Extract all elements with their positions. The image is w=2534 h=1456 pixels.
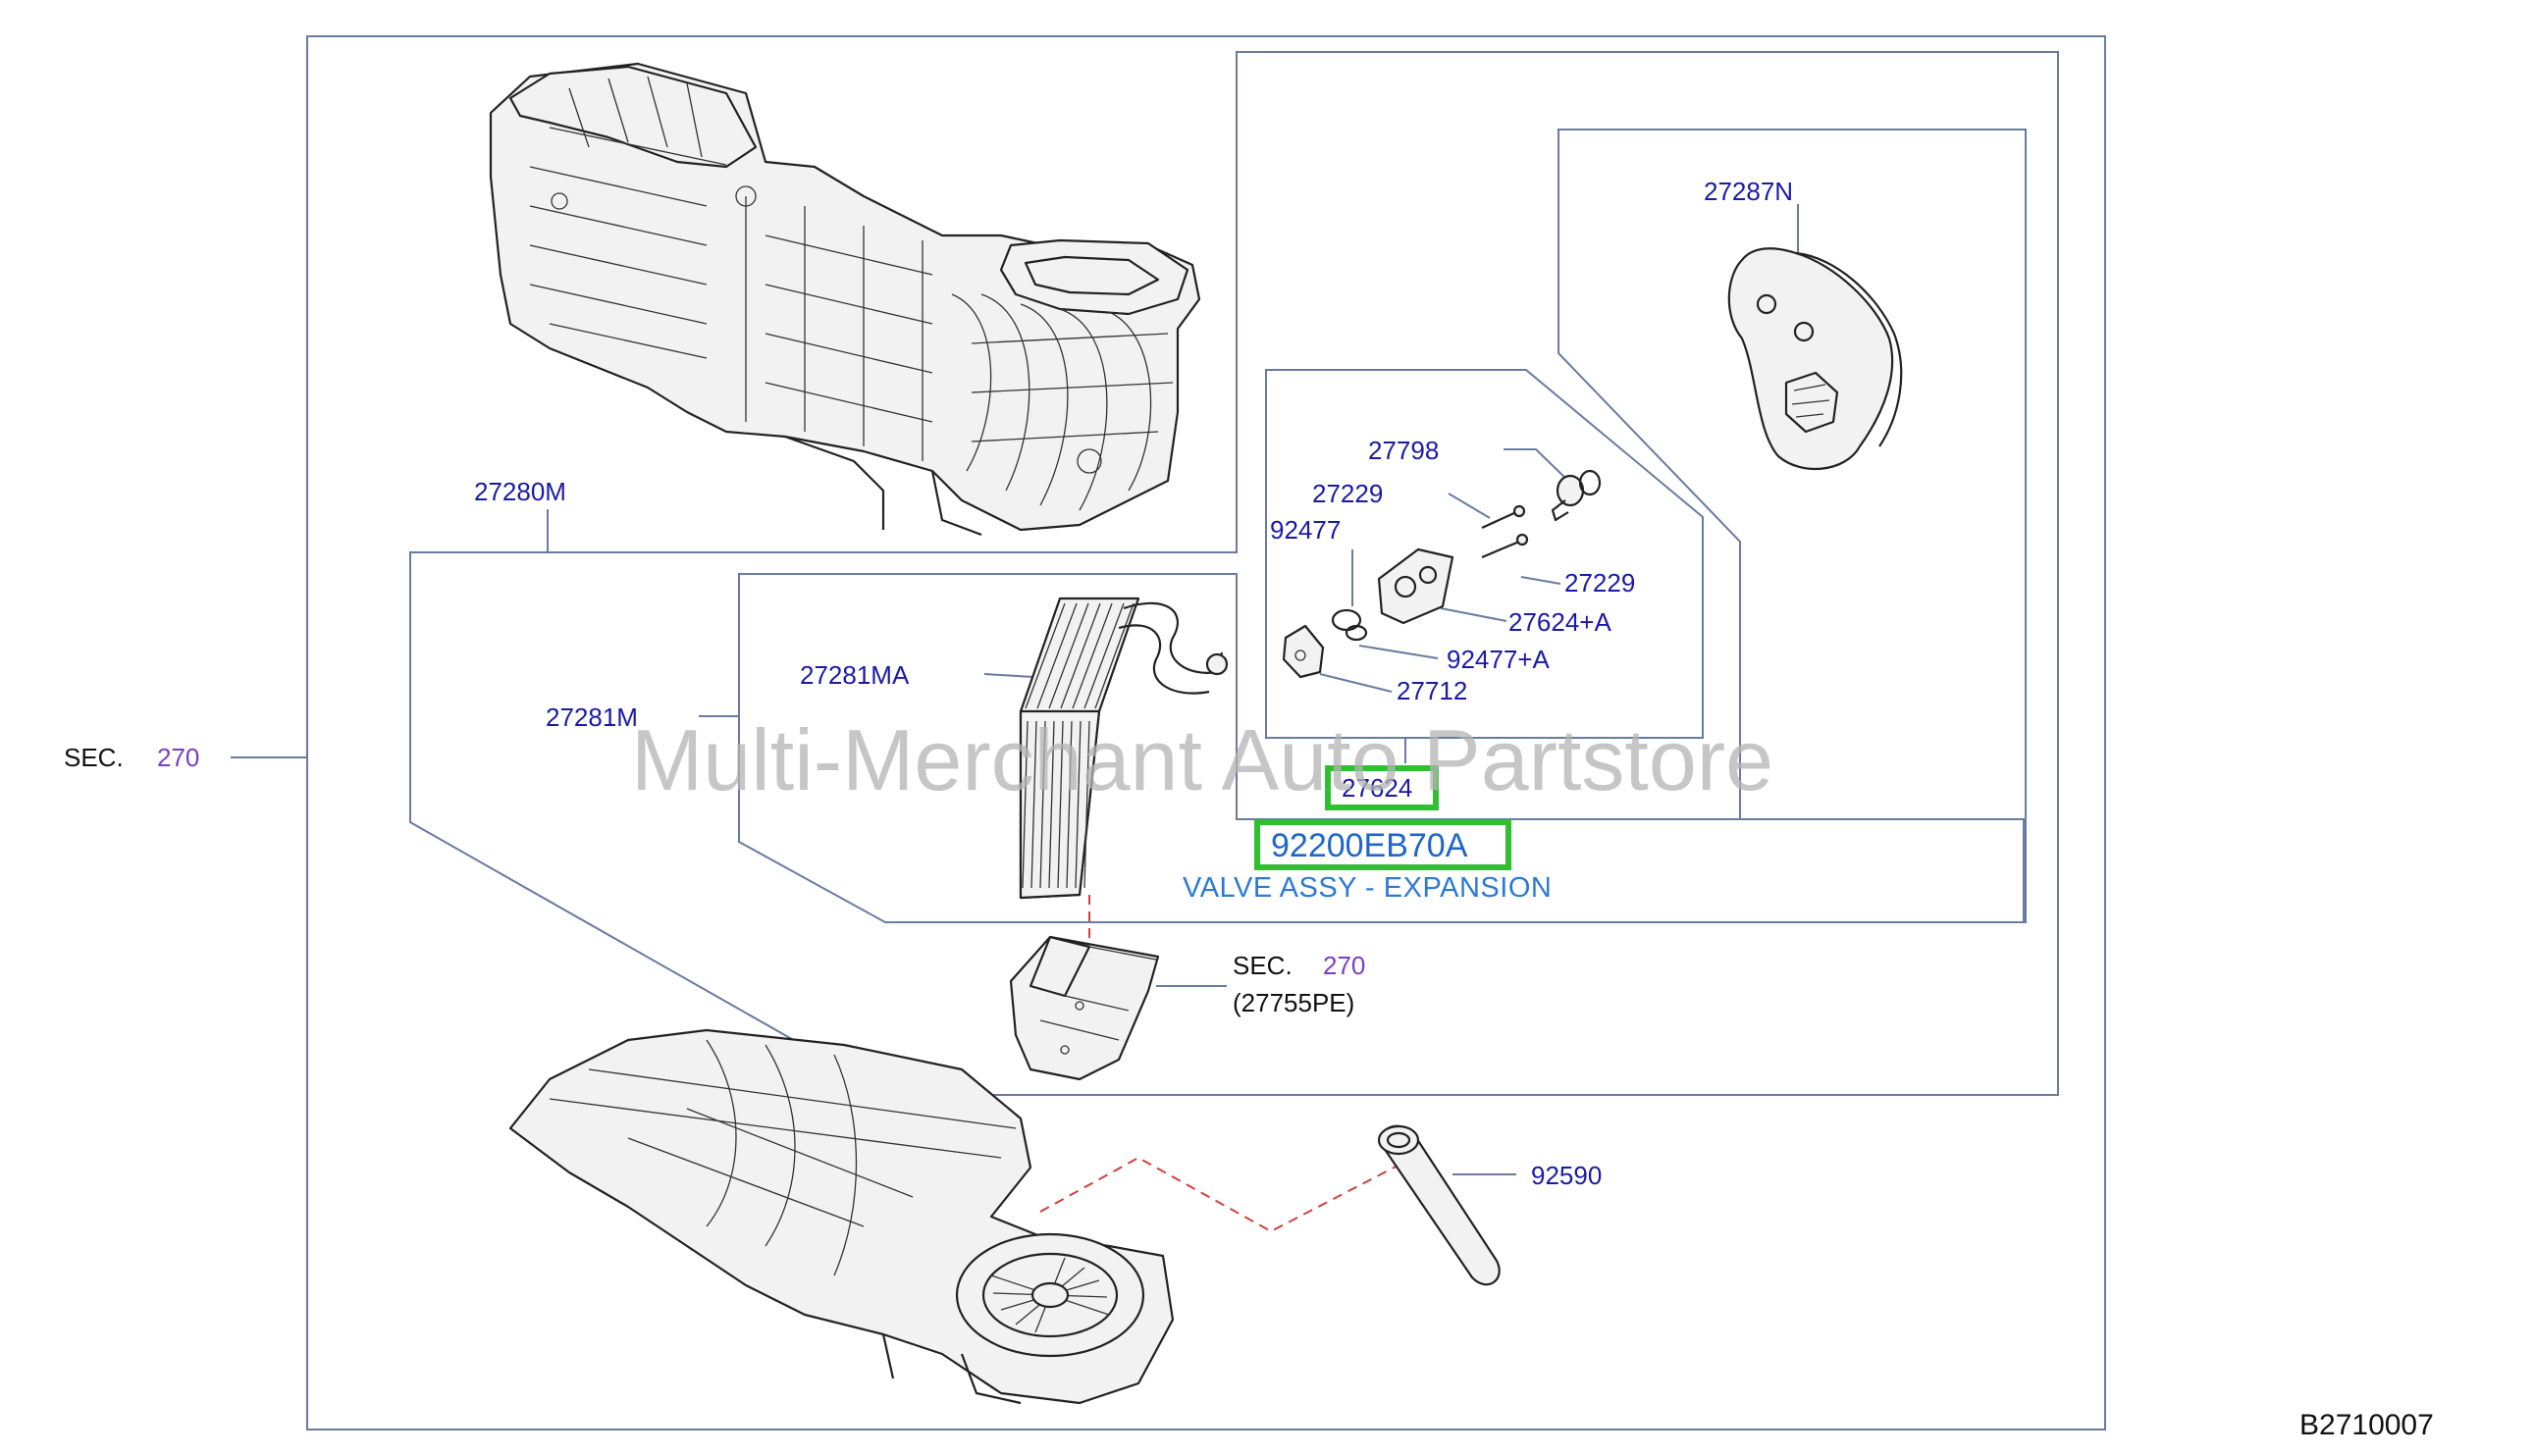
- drain-hose-drawing: [1377, 1124, 1501, 1286]
- leader-27229-lower: [1520, 576, 1561, 585]
- label-27280m[interactable]: 27280M: [474, 477, 566, 506]
- unit-frame: [409, 51, 2059, 1096]
- label-27229-lower[interactable]: 27229: [1564, 568, 1635, 598]
- heater-unit-drawing: [489, 62, 1201, 537]
- label-27229-upper[interactable]: 27229: [1312, 479, 1383, 508]
- label-27624[interactable]: 27624: [1342, 773, 1412, 803]
- highlight-box-27624: [1325, 765, 1439, 810]
- watermark: Multi-Merchant Auto Partstore: [631, 711, 1773, 808]
- part-description: VALVE ASSY - EXPANSION: [1183, 872, 1552, 904]
- leader-92477a: [1358, 645, 1439, 659]
- valve-frame: [1265, 369, 1704, 739]
- section-left-number[interactable]: 270: [157, 743, 199, 772]
- leader-27798: [1504, 448, 1569, 482]
- plate-frame: [1557, 129, 2027, 923]
- leader-27712: [1319, 673, 1393, 693]
- leader-27281ma: [983, 673, 1034, 678]
- section-left-prefix: SEC.: [64, 743, 124, 772]
- blower-case-drawing: [508, 1028, 1175, 1405]
- outer-frame: [306, 35, 2106, 1430]
- label-27287n[interactable]: 27287N: [1704, 177, 1793, 206]
- section-tray-number[interactable]: 270: [1323, 951, 1365, 980]
- reference-code: B2710007: [2299, 1409, 2434, 1441]
- dashed-link-hose: [1039, 1156, 1404, 1233]
- blend-plate-drawing: [1727, 247, 1903, 471]
- section-tray-prefix: SEC.: [1233, 951, 1293, 980]
- section-tray-sub: (27755PE): [1233, 988, 1354, 1017]
- part-number-link[interactable]: 92200EB70A: [1271, 827, 1468, 864]
- evaporator-core-drawing: [1019, 597, 1229, 900]
- highlight-box-part-number: [1254, 819, 1511, 870]
- label-92590[interactable]: 92590: [1531, 1161, 1602, 1190]
- leader-27229-upper: [1448, 493, 1491, 519]
- label-92477a[interactable]: 92477+A: [1447, 645, 1550, 674]
- label-27712[interactable]: 27712: [1397, 676, 1467, 705]
- expansion-valve-parts-drawing: [1282, 469, 1602, 679]
- label-27281ma[interactable]: 27281MA: [800, 660, 910, 690]
- label-27281m[interactable]: 27281M: [546, 702, 638, 732]
- drain-tray-drawing: [1009, 935, 1160, 1081]
- label-27798[interactable]: 27798: [1368, 436, 1439, 465]
- leader-27624a: [1440, 607, 1507, 622]
- label-27624a[interactable]: 27624+A: [1508, 607, 1611, 637]
- label-92477[interactable]: 92477: [1270, 515, 1341, 545]
